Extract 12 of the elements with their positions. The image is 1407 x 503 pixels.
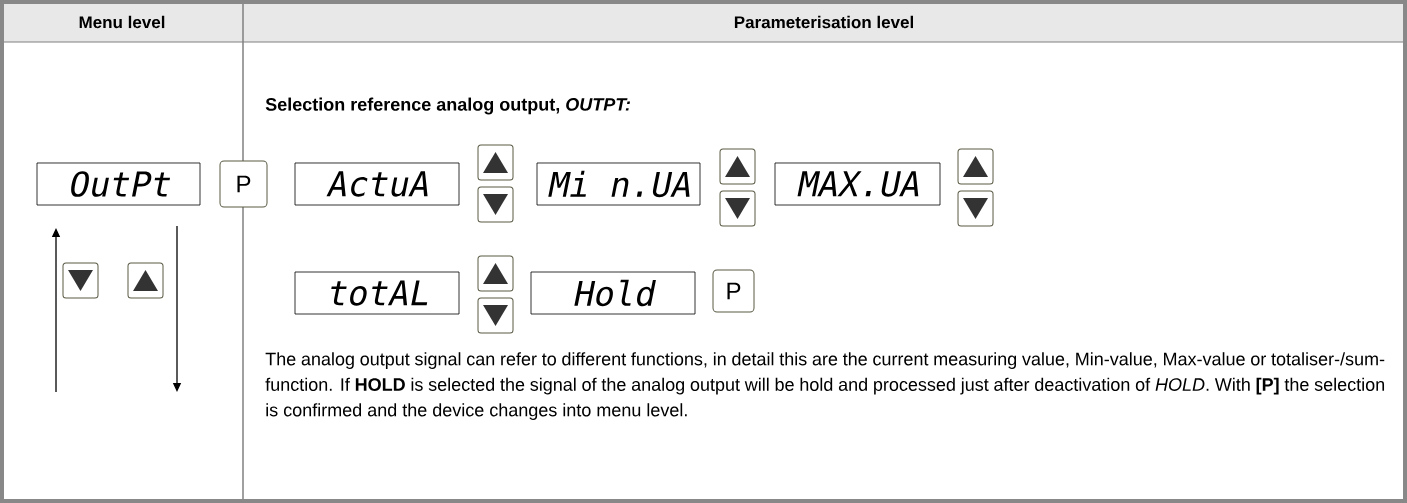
column-header: Menu level [79,15,165,29]
segment-display: Mi n.UA [536,162,701,206]
segment-display: ActuA [294,162,460,206]
segment-display: MAX.UA [774,162,941,206]
p-button: P [712,269,755,313]
p-button: P [219,160,268,208]
segment-display: totAL [294,271,460,315]
description-text: The analog output signal can refer to different functions, in detail this are the current measuring value, Min-value, Max-value or totaliser-/sum-function. If HOLD is selected the signal of the analog output will be hold and processed just after deactivation of HOLD. With [P] the selection is confirmed and the device changes into menu level. [265,352,1385,420]
column-header: Parameterisation level [734,15,913,29]
section-heading: Selection reference analog output, OUTPT: [265,97,630,115]
segment-display: Hold [530,271,696,315]
segment-display: OutPt [36,162,201,206]
